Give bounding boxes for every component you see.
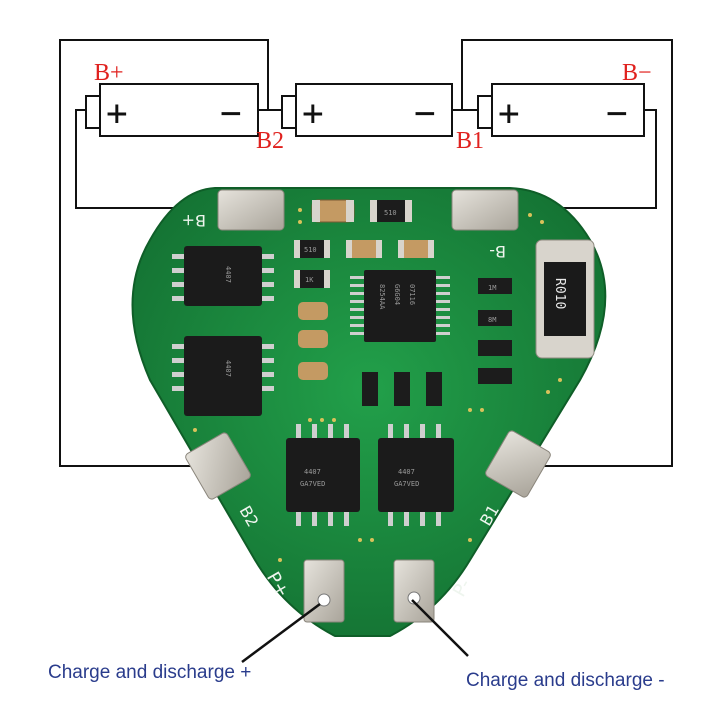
smd-resistor-2: 1K [294,270,330,288]
smd-resistor-right-1: 1M [478,278,512,294]
wire-b1 [461,39,673,467]
smd-resistor-1: 510 [294,240,330,258]
mosfet-bottom-right: 4407 GA7VED [378,424,454,526]
hole-p-minus [407,591,421,605]
pad-p-minus[interactable] [393,559,435,623]
capacitor-left-1 [298,302,328,320]
label-b-plus: B+ [94,60,124,86]
protection-ic: 8254AA G6G04 07116 [350,270,450,342]
pcb-vias [193,208,562,562]
mosfet-left-upper-marking: 4407 [224,266,232,283]
wiring [59,39,673,467]
ic-marking-3: 07116 [408,284,416,305]
pad-b-plus[interactable] [217,189,285,231]
pad-b2[interactable] [184,431,252,500]
mosfet-left-lower-marking: 4407 [224,360,232,377]
cell2-minus-symbol: − [414,93,436,134]
smd-resistor-1-marking: 510 [304,246,317,254]
resistor-top-marking: 510 [384,209,397,217]
cell3-minus-symbol: − [606,93,628,134]
smd-resistor-right-1-marking: 1M [488,284,496,292]
ic-marking-1: 8254AA [378,284,386,310]
battery-cell-3: + − [477,83,645,137]
mosfet-bottom-left: 4407 GA7VED [286,424,360,526]
mosfet-bottom-left-code: GA7VED [300,480,325,488]
shunt-resistor: R010 [535,239,595,359]
pcb-board: B+ B- B2 B1 P+ P- 4407 [131,187,607,637]
label-b1: B1 [456,128,484,154]
resistor-top-510: 510 [370,200,412,222]
smd-resistor-bottom-1 [362,372,378,406]
capacitor-top-1 [311,199,355,223]
cell3-plus-symbol: + [498,93,520,134]
smd-resistor-right-2-marking: 8M [488,316,496,324]
smd-resistor-right-3 [478,340,512,356]
silk-b-plus: B+ [182,211,206,230]
callout-charge-plus: Charge and discharge + [48,662,251,683]
label-b-minus: B− [622,60,652,86]
smd-resistor-right-2: 8M [478,310,512,326]
wire-b2 [59,39,269,467]
wire-bminus-loop [515,109,657,209]
cell2-plus-symbol: + [302,93,324,134]
hole-p-plus [317,593,331,607]
callout-charge-minus: Charge and discharge - [466,670,665,691]
mosfet-bottom-right-marking: 4407 [398,468,415,476]
battery-cell-1: + − [85,83,259,137]
callout-line-minus [411,599,469,657]
smd-resistor-right-4 [478,368,512,384]
cell1-plus-symbol: + [106,93,128,134]
wire-bplus-loop [75,109,220,209]
label-b2: B2 [256,128,284,154]
mosfet-bottom-right-code: GA7VED [394,480,419,488]
battery-cell-2: + − [281,83,453,137]
capacitor-mid-2 [398,240,434,258]
pad-p-plus[interactable] [303,559,345,623]
pad-b-minus[interactable] [451,189,519,231]
ic-marking-2: G6G04 [393,284,401,305]
smd-resistor-2-marking: 1K [305,276,314,284]
cell1-minus-symbol: − [220,93,242,134]
mosfet-left-upper: 4407 [172,246,274,306]
callout-line-plus [241,602,321,664]
mosfet-bottom-left-marking: 4407 [304,468,321,476]
shunt-marking: R010 [552,278,567,309]
smd-resistor-bottom-3 [426,372,442,406]
silk-b-minus: B- [489,242,506,261]
capacitor-mid-1 [346,240,382,258]
capacitor-left-2 [298,330,328,348]
mosfet-left-lower: 4407 [172,336,274,416]
smd-resistor-bottom-2 [394,372,410,406]
capacitor-left-3 [298,362,328,380]
pad-b1[interactable] [484,429,552,498]
